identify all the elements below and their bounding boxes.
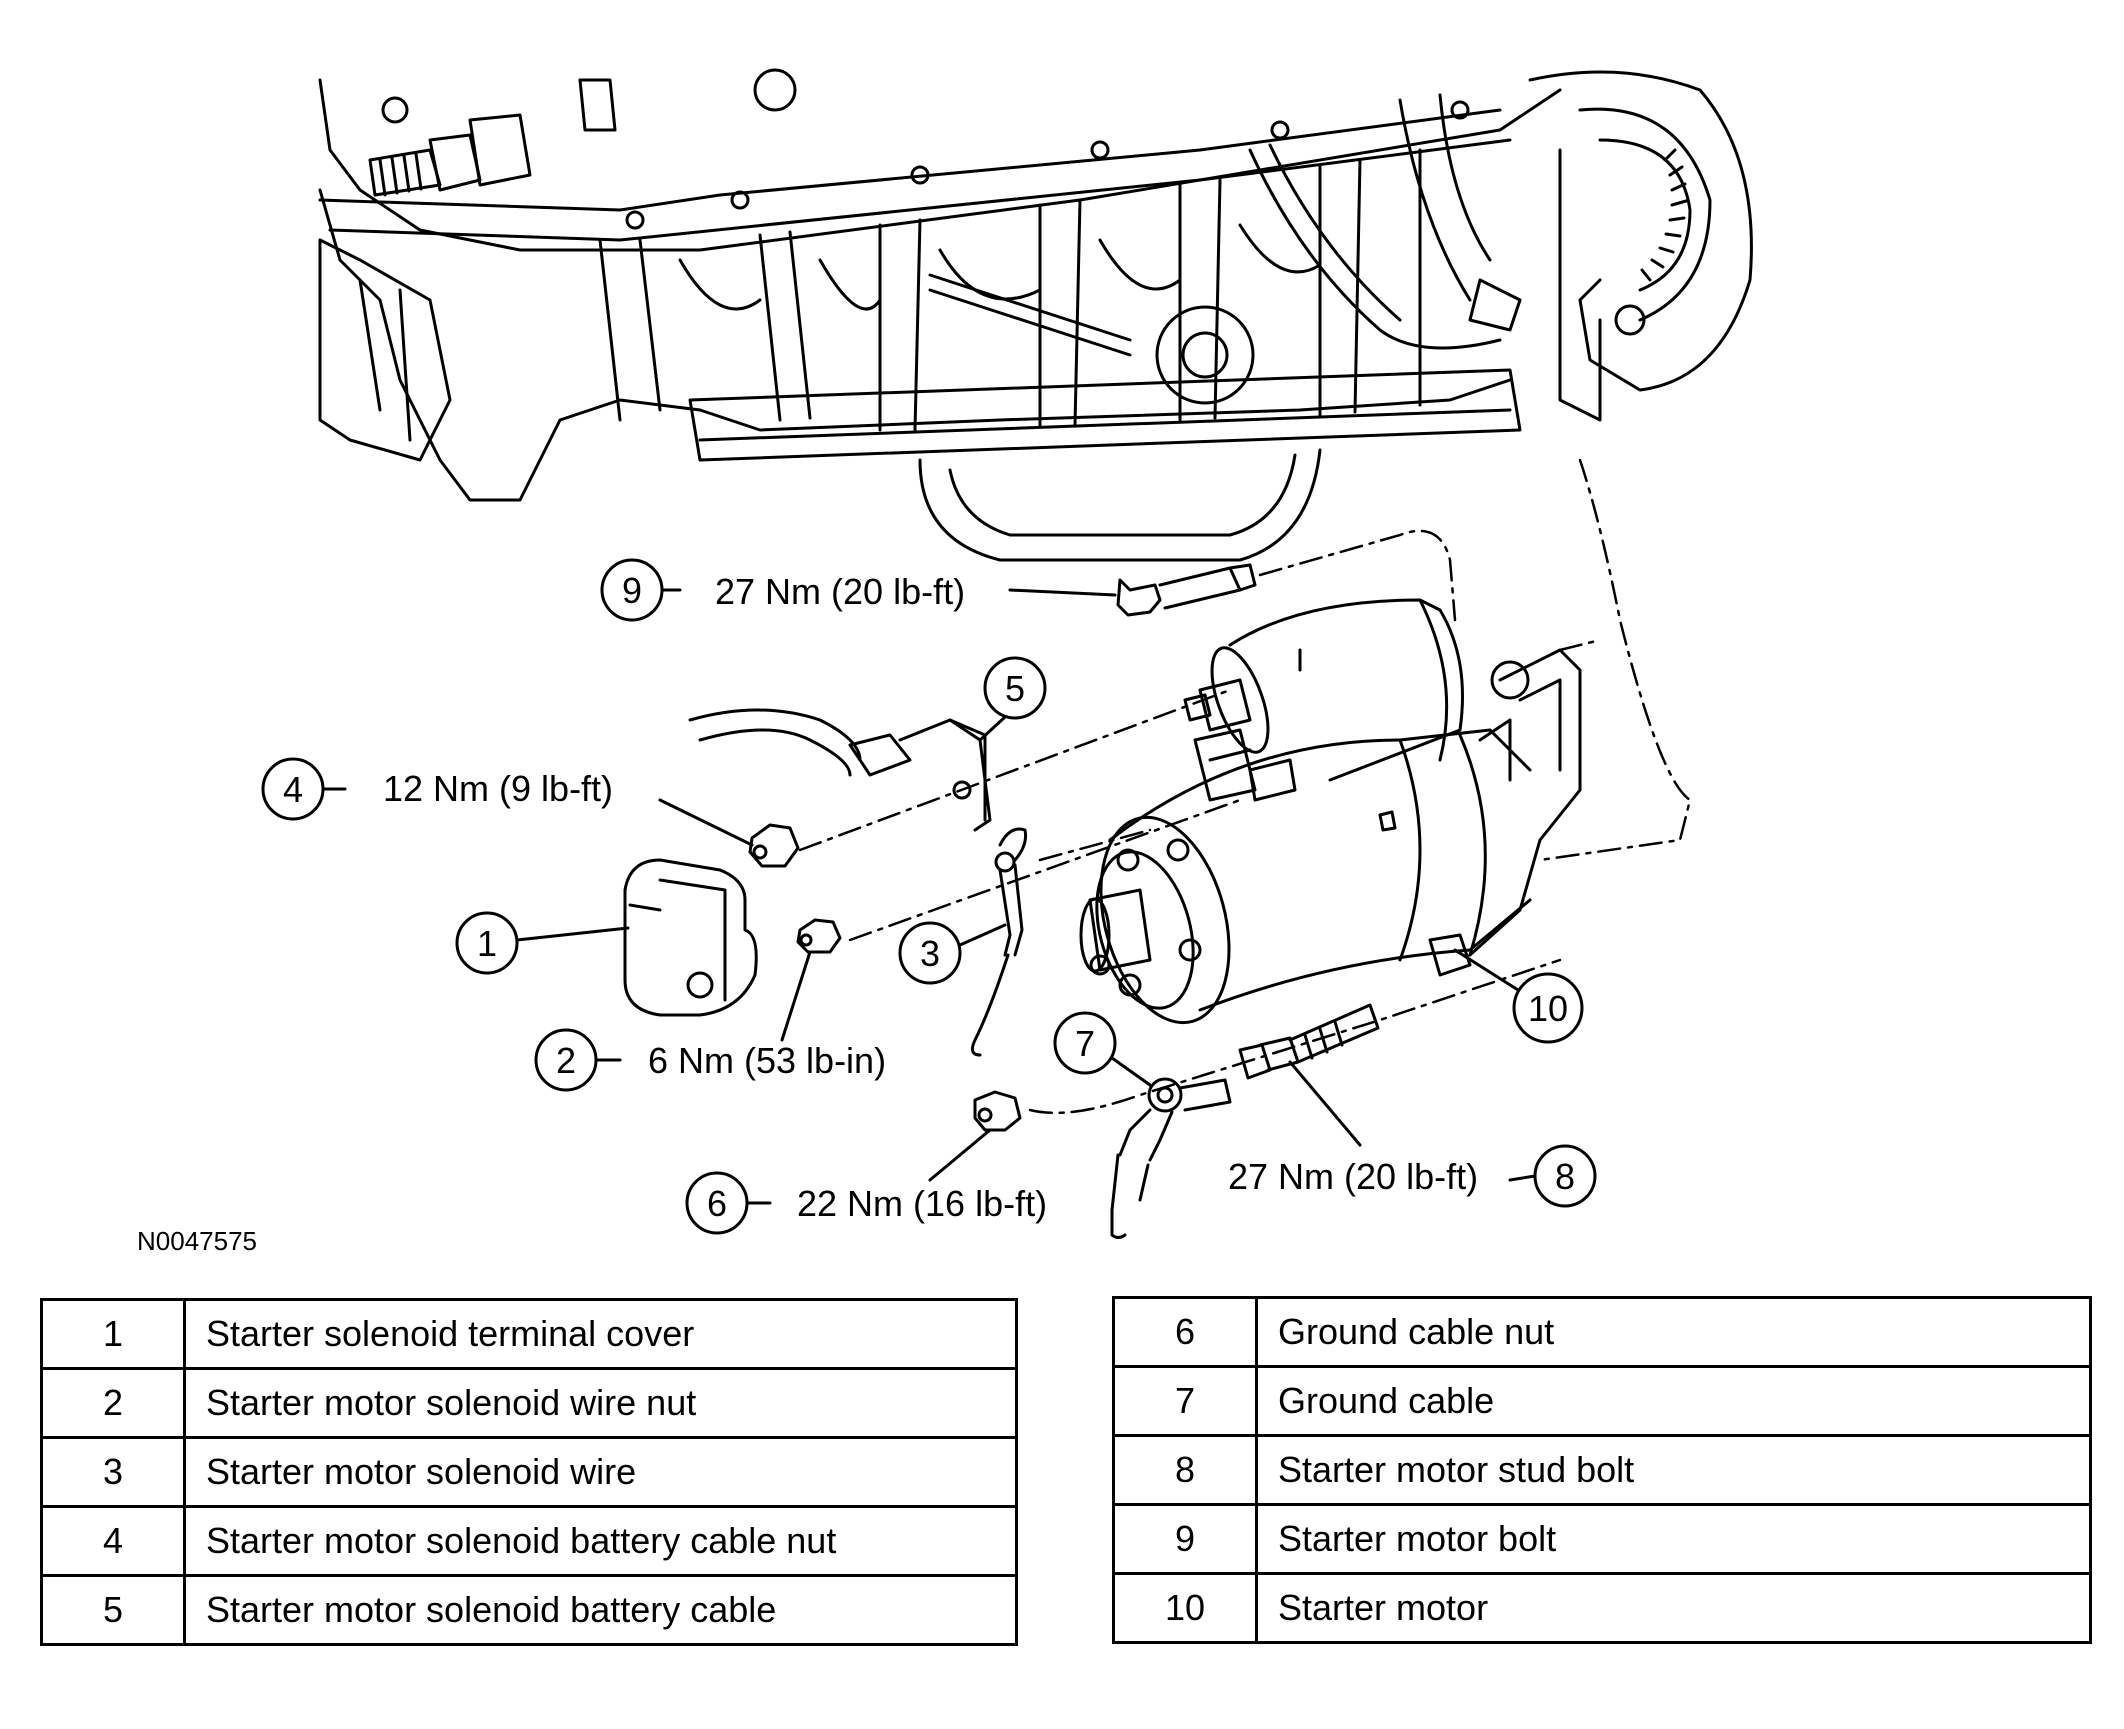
callout-5-number: 5 (1005, 668, 1025, 709)
legend-row: 4 Starter motor solenoid battery cable n… (40, 1505, 1018, 1577)
callout-2-number: 2 (556, 1040, 576, 1081)
ground-cable-illustration (1110, 1077, 1232, 1239)
legend-table-right: 6 Ground cable nut 7 Ground cable 8 Star… (1112, 1296, 2092, 1644)
legend-table-left: 1 Starter solenoid terminal cover 2 Star… (40, 1298, 1018, 1646)
legend-number: 5 (40, 1574, 186, 1646)
legend-number: 7 (1112, 1365, 1258, 1437)
callout-2-torque: 6 Nm (53 lb-in) (648, 1040, 886, 1081)
callout-10-number: 10 (1528, 988, 1568, 1029)
legend-row: 5 Starter motor solenoid battery cable (40, 1574, 1018, 1646)
legend-description: Starter motor solenoid wire (183, 1436, 1018, 1508)
legend-number: 1 (40, 1298, 186, 1370)
legend-row: 9 Starter motor bolt (1112, 1503, 2092, 1575)
engine-block-illustration (318, 68, 1753, 562)
callout-6: 6 22 Nm (16 lb-ft) (685, 1128, 1047, 1235)
callout-4-torque: 12 Nm (9 lb-ft) (383, 768, 613, 809)
solenoid-wire-nut-illustration (796, 918, 842, 954)
callout-4: 4 12 Nm (9 lb-ft) (261, 757, 754, 847)
legend-description: Starter motor stud bolt (1255, 1434, 2092, 1506)
callout-6-number: 6 (707, 1183, 727, 1224)
battery-cable-nut-illustration (748, 823, 800, 868)
legend-row: 8 Starter motor stud bolt (1112, 1434, 2092, 1506)
legend-number: 3 (40, 1436, 186, 1508)
legend-row: 7 Ground cable (1112, 1365, 2092, 1437)
legend-row: 3 Starter motor solenoid wire (40, 1436, 1018, 1508)
callout-3: 3 (898, 921, 1007, 985)
legend-description: Starter motor solenoid wire nut (183, 1367, 1018, 1439)
callout-9-number: 9 (622, 570, 642, 611)
starter-motor-stud-bolt-illustration (1238, 1003, 1380, 1080)
callout-2: 2 6 Nm (53 lb-in) (534, 950, 886, 1092)
legend-number: 10 (1112, 1572, 1258, 1644)
figure-id: N0047575 (137, 1226, 257, 1256)
terminal-cover-illustration (623, 858, 758, 1017)
legend-number: 2 (40, 1367, 186, 1439)
callout-8-torque: 27 Nm (20 lb-ft) (1228, 1156, 1478, 1197)
legend-row: 2 Starter motor solenoid wire nut (40, 1367, 1018, 1439)
ground-cable-nut-illustration (973, 1090, 1022, 1132)
battery-cable-illustration (688, 708, 992, 832)
callout-8-number: 8 (1555, 1156, 1575, 1197)
legend-description: Starter motor (1255, 1572, 2092, 1644)
callout-7-number: 7 (1075, 1023, 1095, 1064)
callout-8: 8 27 Nm (20 lb-ft) (1228, 1060, 1597, 1208)
legend-description: Starter motor solenoid battery cable (183, 1574, 1018, 1646)
callout-1-number: 1 (477, 923, 497, 964)
legend-description: Starter solenoid terminal cover (183, 1298, 1018, 1370)
starter-motor-bolt-illustration (1116, 563, 1257, 617)
legend-number: 9 (1112, 1503, 1258, 1575)
legend-row: 10 Starter motor (1112, 1572, 2092, 1644)
legend-number: 8 (1112, 1434, 1258, 1506)
callout-9-torque: 27 Nm (20 lb-ft) (715, 571, 965, 612)
callout-1: 1 (455, 911, 630, 975)
legend-number: 6 (1112, 1296, 1258, 1368)
legend-description: Ground cable (1255, 1365, 2092, 1437)
legend-description: Starter motor bolt (1255, 1503, 2092, 1575)
alignment-lines (798, 458, 1692, 1115)
callout-9: 9 27 Nm (20 lb-ft) (600, 558, 1117, 622)
legend-description: Ground cable nut (1255, 1296, 2092, 1368)
solenoid-wire-illustration (970, 827, 1027, 1057)
legend-description: Starter motor solenoid battery cable nut (183, 1505, 1018, 1577)
callout-6-torque: 22 Nm (16 lb-ft) (797, 1183, 1047, 1224)
legend-number: 4 (40, 1505, 186, 1577)
callout-7: 7 (1053, 1011, 1152, 1087)
starter-motor-illustration (1079, 598, 1582, 1025)
legend-row: 1 Starter solenoid terminal cover (40, 1298, 1018, 1370)
callout-3-number: 3 (920, 933, 940, 974)
callout-5: 5 (978, 656, 1047, 742)
callout-10: 10 (1453, 948, 1584, 1044)
legend-row: 6 Ground cable nut (1112, 1296, 2092, 1368)
callout-4-number: 4 (283, 769, 303, 810)
